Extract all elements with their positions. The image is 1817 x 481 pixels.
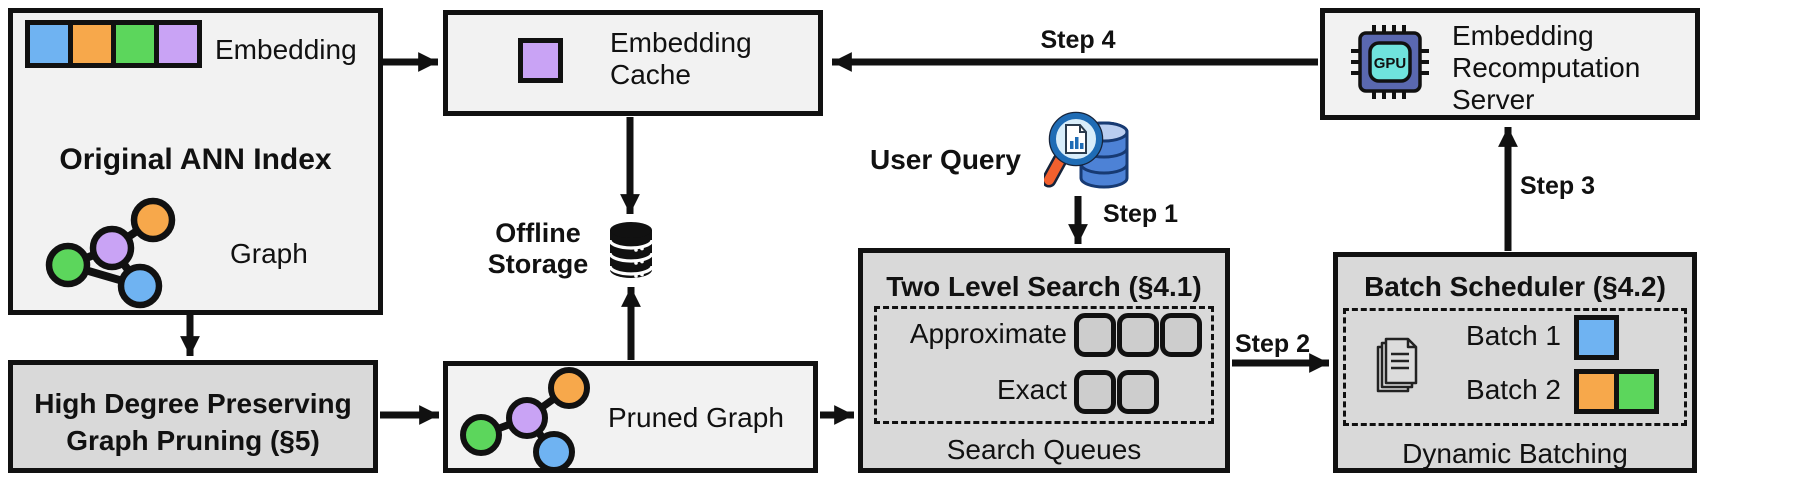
graph-pruning-box: High Degree Preserving Graph Pruning (§5… — [8, 360, 378, 473]
step4-label: Step 4 — [1040, 26, 1116, 54]
queue-cell — [1074, 313, 1116, 357]
graph-label: Graph — [230, 238, 308, 269]
graph-pruning-title-line1: High Degree Preserving — [34, 388, 352, 419]
query-magnifier-icon — [1044, 111, 1129, 189]
step1-label: Step 1 — [1103, 200, 1179, 228]
queue-cell — [1074, 370, 1116, 414]
approximate-label: Approximate — [909, 318, 1067, 349]
embedding-vector-icon — [25, 20, 202, 68]
embedding-cell-green — [116, 25, 154, 63]
search-queues-caption: Search Queues — [946, 434, 1142, 465]
batch-scheduler-box: Batch Scheduler (§4.2) Batch 1 Batc — [1333, 252, 1697, 473]
ann-index-title: Original ANN Index — [59, 143, 332, 176]
pruned-graph-icon — [460, 367, 590, 471]
batch2-orange-square — [1574, 369, 1619, 414]
approximate-queue-cells — [1074, 313, 1202, 357]
search-queues-panel: Approximate Exact — [874, 306, 1214, 424]
embedding-cell-purple — [159, 25, 197, 63]
embedding-cell-blue — [30, 25, 68, 63]
embedding-cache-box: Embedding Cache — [443, 10, 823, 116]
database-icon — [608, 222, 654, 278]
batch2-label: Batch 2 — [1466, 374, 1561, 405]
exact-queue-cells — [1074, 370, 1159, 414]
embedding-cell-orange — [73, 25, 111, 63]
exact-label: Exact — [996, 374, 1067, 405]
step3-label: Step 3 — [1520, 172, 1596, 200]
recomputation-server-label: Embedding Recomputation Server — [1452, 20, 1641, 116]
documents-icon — [1376, 337, 1418, 393]
recomputation-server-box: GPU Embedding Recomputation Server — [1320, 8, 1700, 120]
original-ann-index-box: Embedding Original ANN Index Graph — [8, 8, 383, 315]
embedding-cache-label: Embedding Cache — [610, 27, 752, 91]
queue-cell — [1117, 370, 1159, 414]
dynamic-batching-panel: Batch 1 Batch 2 — [1343, 308, 1687, 426]
batch1-blue-square — [1574, 315, 1619, 360]
queue-cell — [1117, 313, 1159, 357]
batch2-green-square — [1614, 369, 1659, 414]
graph-icon — [45, 197, 176, 309]
gpu-chip-label: GPU — [1374, 55, 1407, 72]
queue-cell — [1160, 313, 1202, 357]
batch-scheduler-title: Batch Scheduler (§4.2) — [1364, 271, 1666, 302]
batch2-squares-icon — [1574, 369, 1659, 414]
step2-label: Step 2 — [1235, 330, 1311, 358]
pruned-graph-label: Pruned Graph — [608, 402, 784, 433]
two-level-search-title: Two Level Search (§4.1) — [886, 271, 1202, 302]
graph-pruning-title-line2: Graph Pruning (§5) — [66, 424, 320, 456]
two-level-search-box: Two Level Search (§4.1) Approximate Exac… — [858, 248, 1230, 473]
offline-storage-label: Offline Storage — [487, 218, 589, 280]
purple-embedding-icon — [518, 38, 563, 83]
pruned-graph-box: Pruned Graph — [443, 361, 818, 473]
dynamic-batching-caption: Dynamic Batching — [1402, 438, 1628, 469]
embedding-label: Embedding — [215, 34, 357, 65]
batch1-label: Batch 1 — [1466, 320, 1561, 351]
gpu-chip-icon: GPU — [1351, 25, 1429, 99]
batch1-square-icon — [1574, 315, 1619, 360]
user-query-label: User Query — [870, 144, 1021, 175]
